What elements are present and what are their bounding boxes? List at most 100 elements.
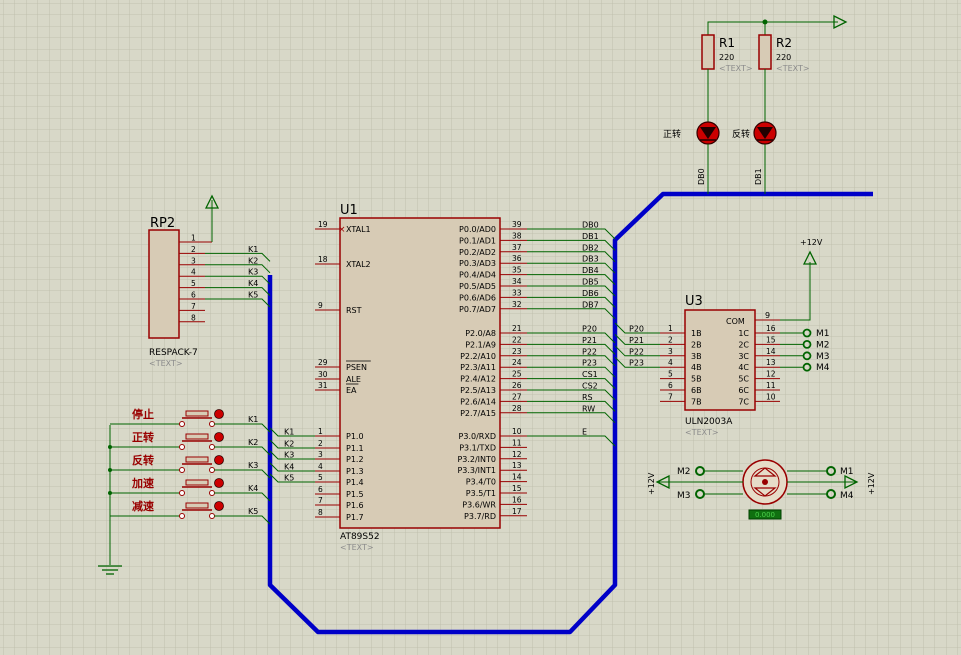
terminal-m2[interactable] bbox=[695, 466, 705, 476]
u1-pin-num: 35 bbox=[512, 266, 522, 275]
terminal-m4[interactable] bbox=[802, 362, 812, 372]
mcu-u1[interactable]: U1 AT89S52 <TEXT> 19XTAL1×18XTAL29RST29P… bbox=[269, 203, 616, 552]
button-net-label: K1 bbox=[248, 415, 258, 424]
u3-pin-num: 15 bbox=[766, 335, 776, 344]
u1-pin-name: P3.4/T0 bbox=[466, 478, 496, 487]
u3-out-net: M3 bbox=[816, 352, 830, 362]
u1-pin-num: 6 bbox=[318, 485, 323, 494]
u1-pin-num: 26 bbox=[512, 381, 522, 390]
u1-net-wire-13 bbox=[527, 389, 616, 401]
u1-pin-num: 39 bbox=[512, 220, 522, 229]
u1-pin-name: P3.0/RXD bbox=[459, 432, 496, 441]
button-net-label: K3 bbox=[248, 461, 258, 470]
rp2-pin-num: 7 bbox=[191, 302, 196, 311]
u3-out-name: 1C bbox=[738, 329, 749, 338]
u1-net-label: DB5 bbox=[582, 278, 599, 287]
u1-pin-num: 12 bbox=[512, 450, 522, 459]
u3-in-name: 6B bbox=[691, 386, 702, 395]
motor-left-label-1: M3 bbox=[677, 491, 691, 501]
u3-in-name: 4B bbox=[691, 363, 702, 372]
u1-net-wire-0 bbox=[527, 228, 616, 240]
u1-pin-num: 32 bbox=[512, 300, 522, 309]
button-cap bbox=[185, 502, 209, 509]
button-net-wire bbox=[214, 492, 271, 502]
u1-pin-num: 33 bbox=[512, 288, 522, 297]
u3-in-name: 7B bbox=[691, 397, 702, 406]
u1-k-wire-3 bbox=[269, 462, 315, 472]
motor-left-label-0: M2 bbox=[677, 467, 691, 477]
led-reverse-symbol bbox=[757, 127, 773, 139]
u1-part: AT89S52 bbox=[340, 532, 380, 542]
u1-pin-name: P1.2 bbox=[346, 455, 364, 464]
u1-pin-name: P1.7 bbox=[346, 513, 364, 522]
button-net-wire bbox=[214, 446, 271, 456]
u1-pin-name: ALE bbox=[346, 375, 361, 384]
rp2-net-wire-2 bbox=[205, 275, 271, 285]
u3-pin-num: 12 bbox=[766, 370, 776, 379]
u1-pin-name: P0.0/AD0 bbox=[459, 225, 496, 234]
u1-pin-name: XTAL2 bbox=[346, 260, 371, 269]
u1-net-wire-14 bbox=[527, 400, 616, 412]
u1-net-wire-4 bbox=[527, 274, 616, 285]
led-reverse-net: DB1 bbox=[754, 168, 763, 185]
rp2-text: <TEXT> bbox=[149, 359, 183, 368]
u1-pin-num: 36 bbox=[512, 254, 522, 263]
u3-com-wire bbox=[780, 262, 811, 321]
u1-pin-num: 13 bbox=[512, 461, 522, 470]
u3-out-name: 6C bbox=[738, 386, 749, 395]
led-reverse[interactable]: 反转 DB1 bbox=[732, 121, 777, 194]
terminal-m3[interactable] bbox=[695, 489, 705, 499]
led-indicator-circuit[interactable]: R1 220 <TEXT> R2 220 <TEXT> 正转 DB0 反转 DB… bbox=[663, 14, 848, 194]
terminal-m2[interactable] bbox=[802, 339, 812, 349]
resistor-r2[interactable] bbox=[758, 34, 772, 70]
terminal-m1[interactable] bbox=[826, 466, 836, 476]
u1-net-wire-16 bbox=[527, 435, 616, 447]
stepper-motor[interactable]: 0.000 M2 M3 +12V M1 M4 +12V bbox=[647, 459, 876, 520]
u1-pin-name: P1.3 bbox=[346, 467, 364, 476]
u1-pin-num: 23 bbox=[512, 347, 522, 356]
led-forward[interactable]: 正转 DB0 bbox=[663, 121, 720, 194]
u1-text: <TEXT> bbox=[340, 543, 374, 552]
button-contact bbox=[209, 513, 215, 519]
terminal-m4[interactable] bbox=[826, 489, 836, 499]
u3-in-net: P21 bbox=[629, 336, 644, 345]
terminal-m1[interactable] bbox=[802, 328, 812, 338]
u1-pin-name: XTAL1 bbox=[346, 225, 371, 234]
u1-pin-num: 38 bbox=[512, 231, 522, 240]
motor-pole-bottom bbox=[753, 487, 777, 497]
u1-pin-name: RST bbox=[346, 306, 362, 315]
u3-pin-num: 6 bbox=[668, 381, 673, 390]
terminal-m3[interactable] bbox=[802, 351, 812, 361]
u3-supply-label: +12V bbox=[800, 238, 823, 247]
rp2-pin-num: 2 bbox=[191, 245, 196, 254]
u1-net-wire-6 bbox=[527, 296, 616, 308]
rp2-body bbox=[148, 229, 180, 339]
u1-net-label: RS bbox=[582, 393, 593, 402]
r2-value: 220 bbox=[776, 53, 791, 62]
u3-out-net: M1 bbox=[816, 329, 830, 339]
u1-pin-num: 10 bbox=[512, 427, 522, 436]
u1-pin-num: 19 bbox=[318, 220, 328, 229]
rp2-pin-num: 5 bbox=[191, 279, 196, 288]
data-bus[interactable] bbox=[267, 191, 873, 635]
u1-net-label: E bbox=[582, 428, 587, 437]
resistor-r1[interactable] bbox=[701, 34, 715, 70]
button-contact bbox=[179, 467, 185, 473]
u1-pin-num: 29 bbox=[318, 358, 328, 367]
u1-ref: U1 bbox=[340, 203, 358, 218]
u1-pin-name: P0.5/AD5 bbox=[459, 282, 496, 291]
button-contact bbox=[209, 467, 215, 473]
u3-in-wire-1 bbox=[614, 334, 660, 345]
button-contact bbox=[179, 513, 185, 519]
u3-com-pin-num: 9 bbox=[765, 311, 770, 320]
button-cap bbox=[185, 410, 209, 417]
